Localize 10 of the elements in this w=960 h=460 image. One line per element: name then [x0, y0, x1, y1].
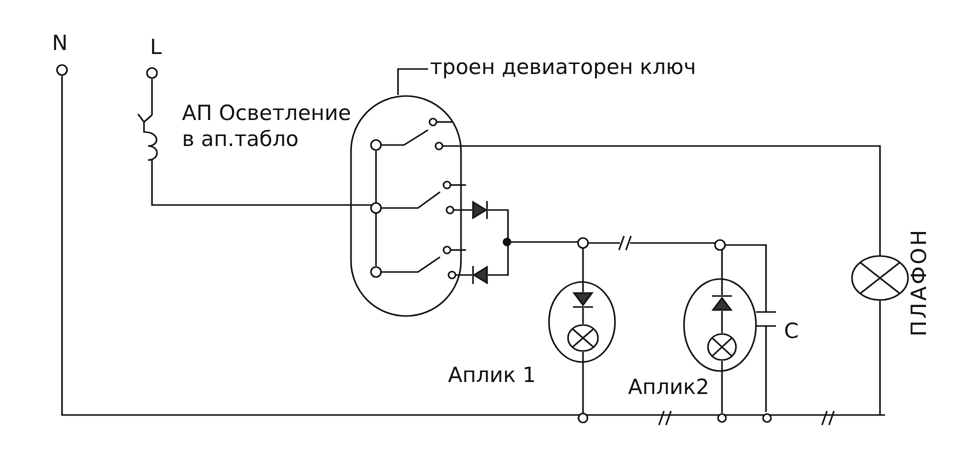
leader-line [397, 68, 428, 95]
lamp-label: Аплик2 [628, 374, 710, 400]
switch-label: троен девиаторен ключ [430, 54, 697, 80]
terminal-label: L [150, 34, 162, 60]
lamp-label: ПЛАФОН [906, 228, 932, 336]
terminal-label: N [52, 30, 68, 56]
breaker-label: АП Осветление в ап.табло [182, 100, 352, 152]
lamp-label: Аплик 1 [448, 362, 536, 388]
capacitor-label: С [784, 318, 799, 344]
switch-enclosure [350, 95, 462, 317]
